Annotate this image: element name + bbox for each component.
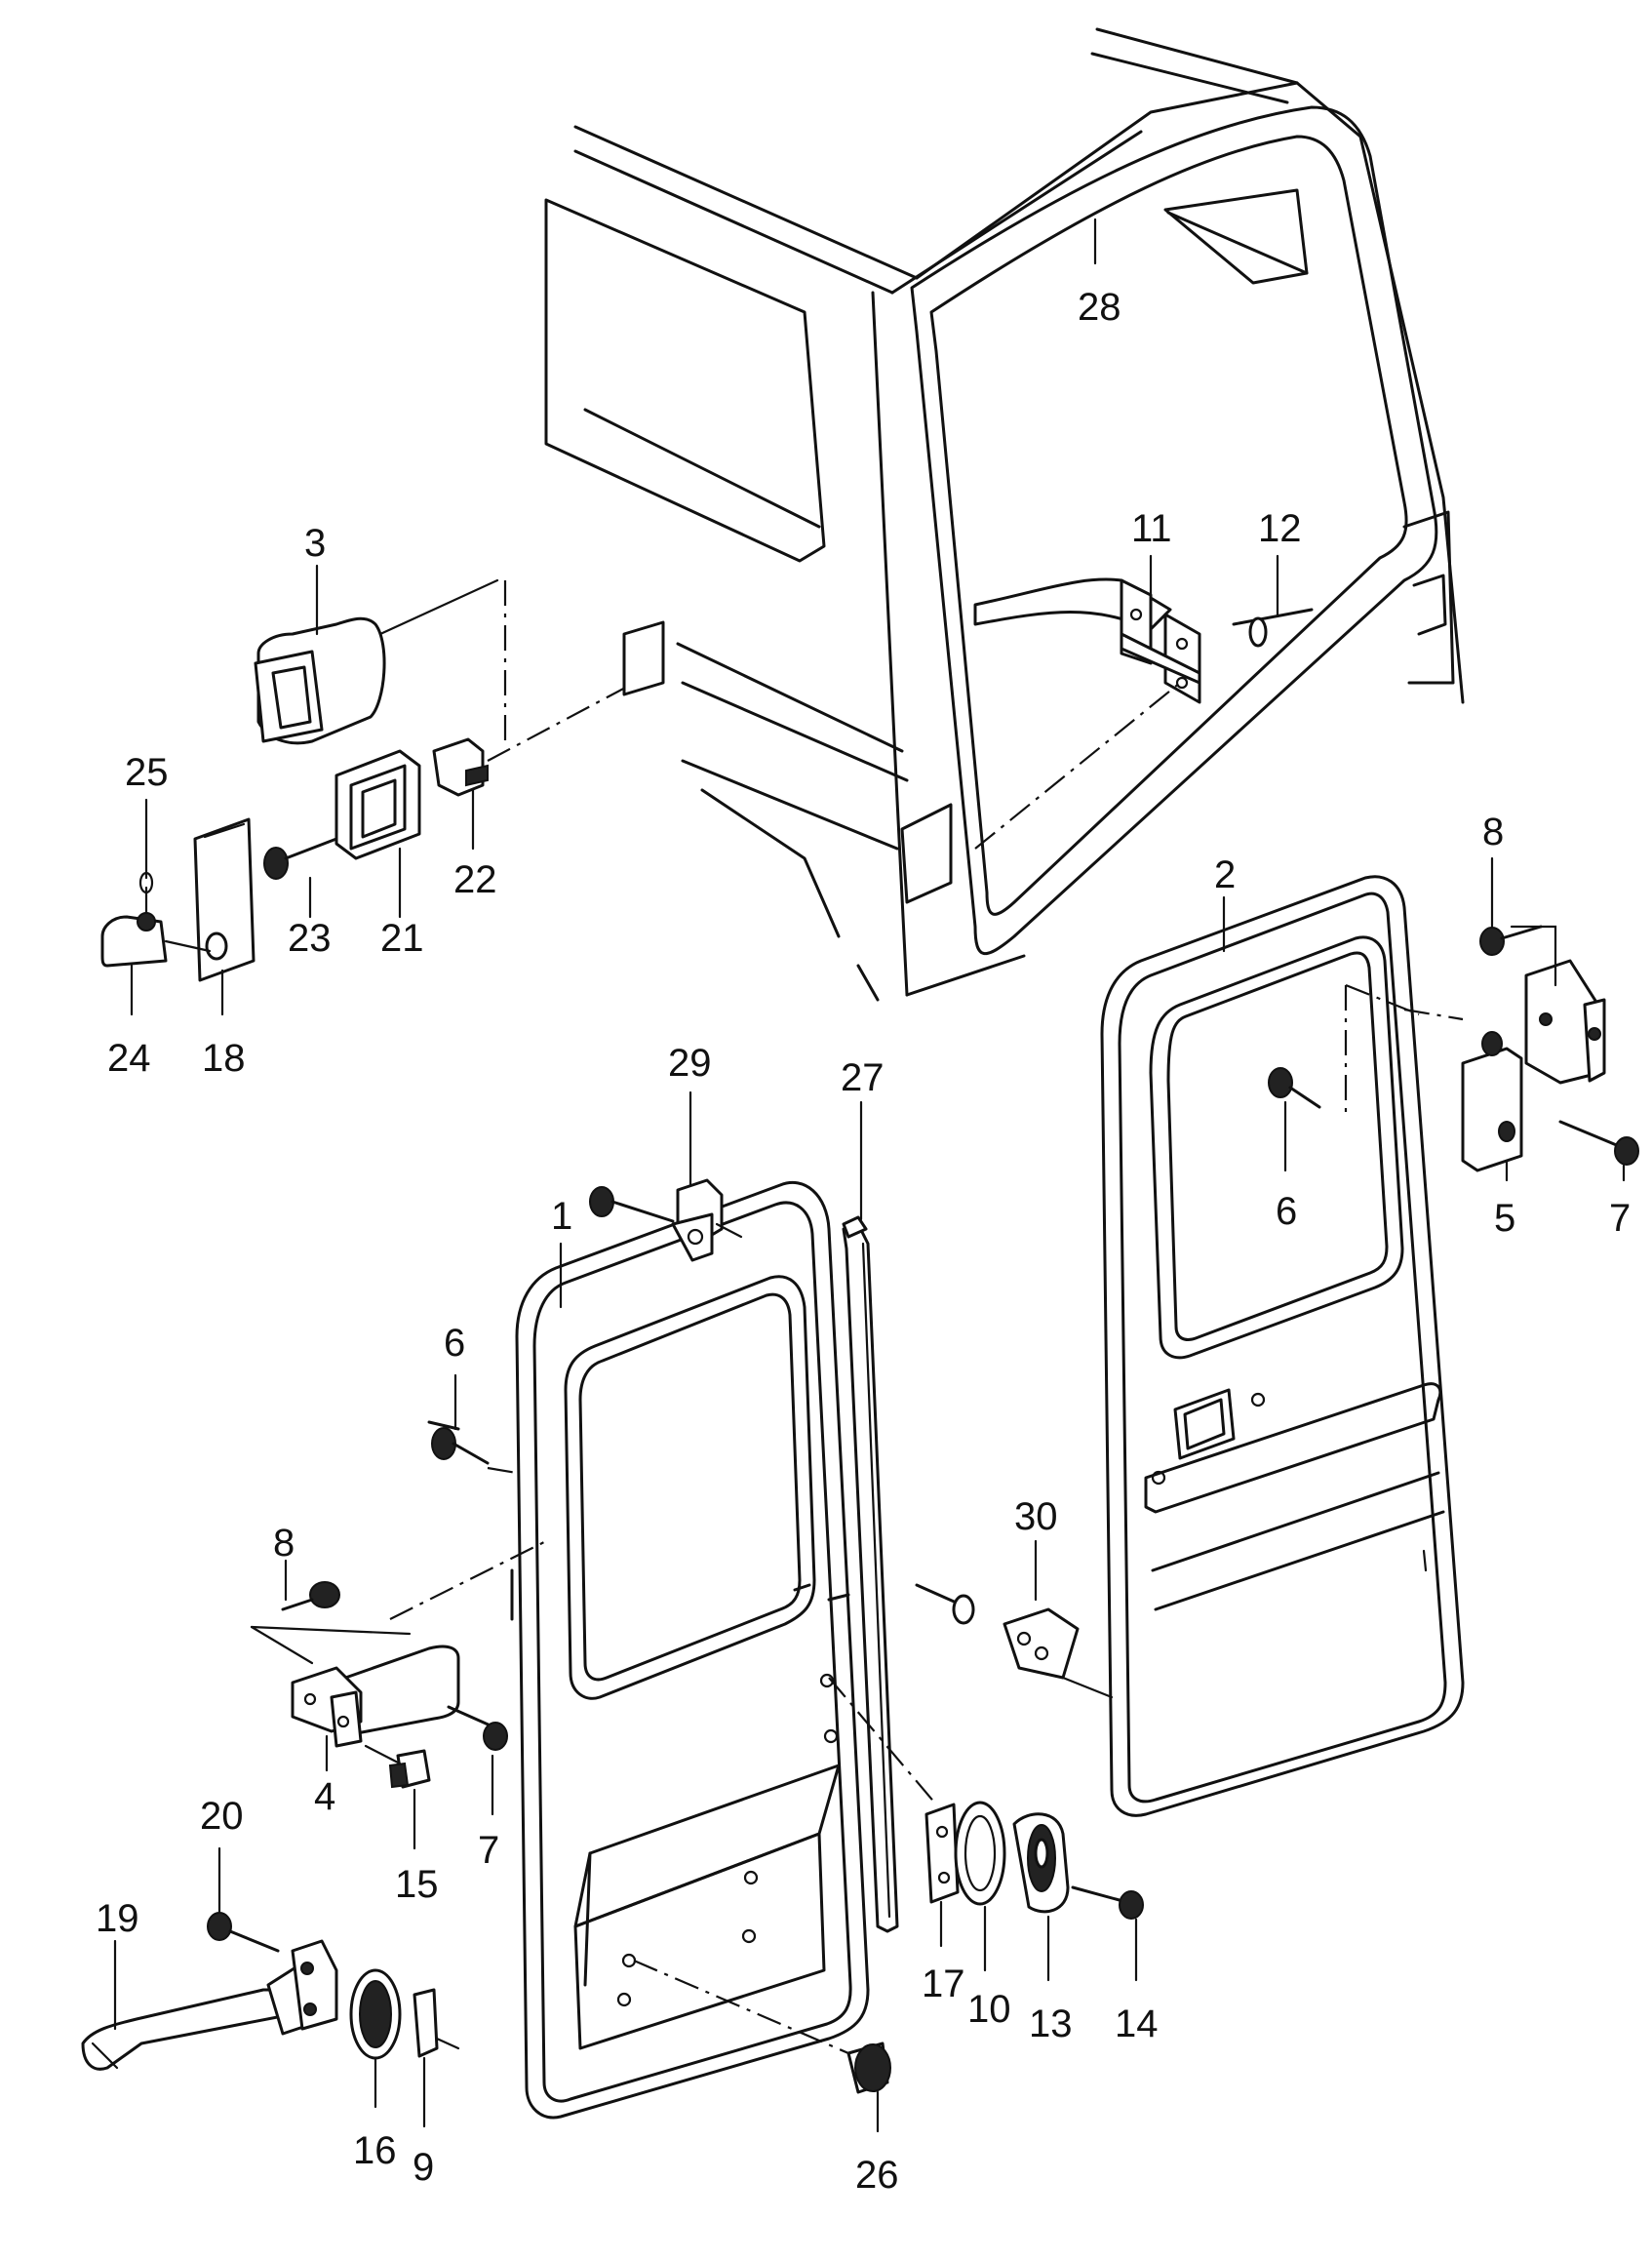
left-rear-door (510, 1180, 870, 2120)
callout-13: 13 (1029, 2002, 1073, 2045)
callout-12: 12 (1258, 507, 1302, 550)
callout-20: 20 (200, 1795, 244, 1838)
callout-30: 30 (1014, 1495, 1058, 1538)
callout-4: 4 (314, 1775, 335, 1818)
callout-1: 1 (551, 1195, 572, 1238)
right-rear-door (1100, 875, 1465, 1817)
bracket-29 (589, 1178, 743, 1262)
callout-11: 11 (1131, 507, 1172, 550)
callout-15: 15 (395, 1863, 439, 1906)
lamp-assembly (100, 578, 665, 982)
callout-25: 25 (125, 751, 169, 794)
part-callouts: 28 11 12 3 25 22 23 21 24 18 2 8 29 27 6… (96, 218, 1631, 2197)
callout-28: 28 (1078, 286, 1121, 329)
callout-9: 9 (413, 2146, 434, 2189)
callout-6-right: 6 (1276, 1190, 1297, 1233)
callout-10: 10 (967, 1988, 1011, 2031)
callout-5: 5 (1494, 1197, 1515, 1240)
callout-3: 3 (304, 522, 326, 565)
callout-26: 26 (855, 2154, 899, 2197)
door-handle-assembly (81, 1912, 460, 2071)
right-hinge-assembly (1268, 925, 1639, 1172)
vehicle-rear-body (544, 27, 1465, 1002)
callout-23: 23 (288, 917, 332, 960)
seal-strip-27 (842, 1215, 899, 1933)
callout-29: 29 (668, 1042, 712, 1085)
callout-27: 27 (841, 1056, 885, 1099)
bracket-30 (915, 1583, 1114, 1699)
callout-24: 24 (107, 1037, 151, 1080)
callout-8-left: 8 (273, 1522, 295, 1565)
callout-7-left: 7 (478, 1829, 499, 1872)
callout-17: 17 (922, 1963, 965, 2005)
callout-19: 19 (96, 1897, 139, 1940)
plug-26 (633, 1959, 891, 2094)
callout-16: 16 (353, 2129, 397, 2172)
lock-cylinder-assembly (828, 1677, 1144, 1920)
callout-14: 14 (1115, 2002, 1159, 2045)
callout-2: 2 (1214, 853, 1236, 896)
callout-21: 21 (380, 917, 424, 960)
callout-6-left: 6 (444, 1322, 465, 1365)
callout-8-right: 8 (1482, 811, 1504, 853)
callout-22: 22 (453, 858, 497, 901)
left-hinge-assembly (250, 1420, 547, 1789)
callout-18: 18 (202, 1037, 246, 1080)
callout-7-right: 7 (1609, 1197, 1631, 1240)
